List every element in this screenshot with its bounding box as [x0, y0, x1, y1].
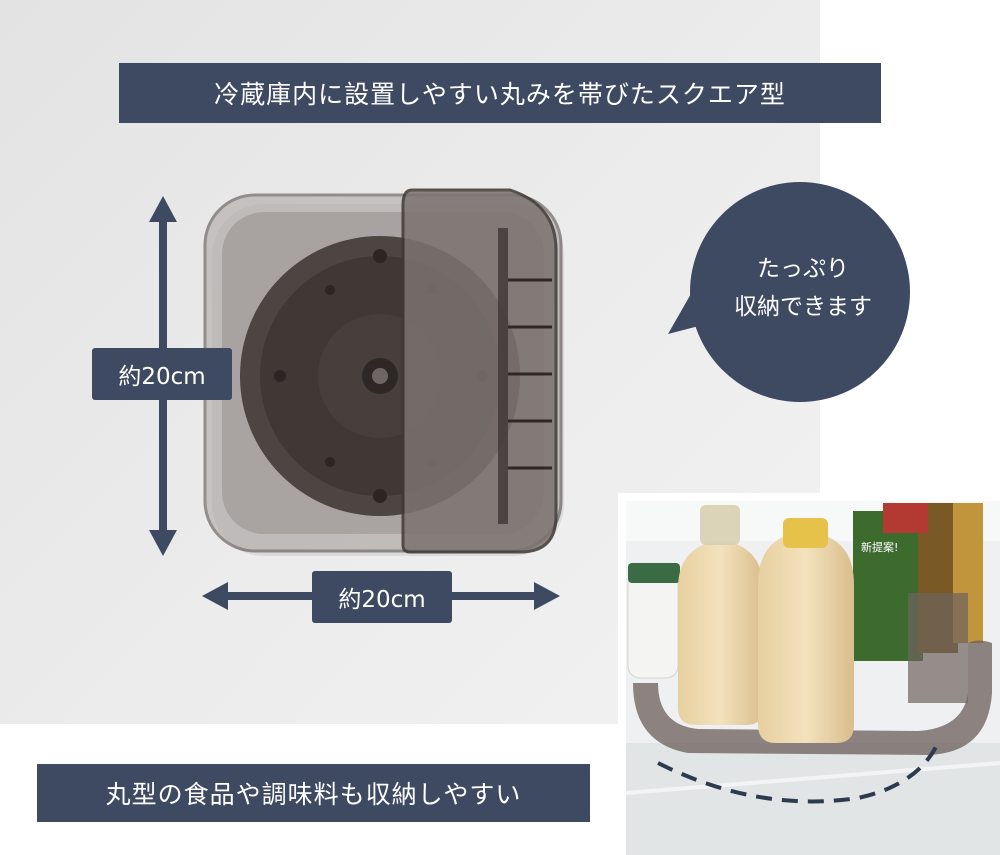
- top-headline-text: 冷蔵庫内に設置しやすい丸みを帯びたスクエア型: [214, 80, 786, 109]
- height-label-text: 約20cm: [118, 364, 206, 390]
- divider-wall: [401, 188, 558, 554]
- fridge-photo-inset: 新提案!: [618, 493, 1000, 855]
- fridge-photo: 新提案!: [618, 493, 1000, 855]
- width-label-text: 約20cm: [338, 587, 426, 613]
- rounded-edge-guide: [657, 742, 940, 804]
- top-headline-banner: 冷蔵庫内に設置しやすい丸みを帯びたスクエア型: [119, 63, 881, 123]
- dressing-bottle-left: [678, 543, 763, 725]
- bottom-headline-banner: 丸型の食品や調味料も収納しやすい: [37, 764, 590, 822]
- turntable-center-pin: [372, 368, 388, 384]
- width-label: 約20cm: [312, 571, 452, 623]
- height-label: 約20cm: [92, 348, 232, 400]
- bubble-text: たっぷり 収納できます: [698, 250, 908, 326]
- speech-bubble: [668, 182, 910, 402]
- bubble-line-2: 収納できます: [734, 294, 872, 320]
- bottom-headline-text: 丸型の食品や調味料も収納しやすい: [105, 780, 522, 809]
- package-label: 新提案!: [861, 540, 898, 554]
- bubble-line-1: たっぷり: [757, 256, 849, 282]
- dressing-bottle-right: [758, 535, 854, 743]
